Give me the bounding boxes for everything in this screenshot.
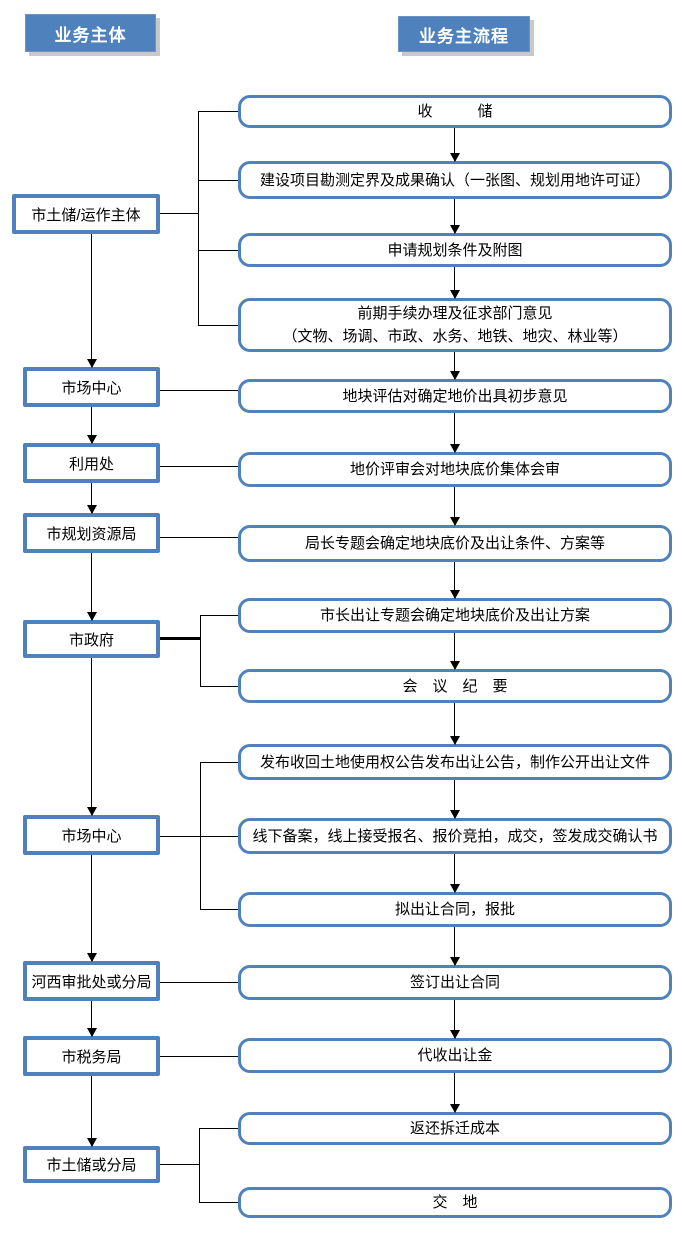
connector-line xyxy=(200,909,238,910)
step-survey-boundary-confirmation: 建设项目勘测定界及成果确认（一张图、规划用地许可证） xyxy=(238,161,672,199)
flow-arrow xyxy=(450,780,460,819)
step-plot-valuation-opinion: 地块评估对确定地价出具初步意见 xyxy=(238,379,672,413)
connector-line xyxy=(160,637,200,640)
connector-line xyxy=(198,325,238,326)
flow-arrow xyxy=(87,1001,97,1037)
connector-line xyxy=(198,180,238,181)
flow-arrow xyxy=(450,1000,460,1039)
flow-arrow xyxy=(450,352,460,380)
entity-market-center-1: 市场中心 xyxy=(23,367,160,407)
flow-arrow xyxy=(450,703,460,745)
step-return-demolition-cost: 返还拆迁成本 xyxy=(238,1112,672,1145)
flow-arrow xyxy=(450,267,460,299)
step-storage: 收 储 xyxy=(238,95,672,128)
flow-arrow xyxy=(450,633,460,670)
step-bidding-transaction: 线下备案，线上接受报名、报价竞拍，成交，签发成交确认书 xyxy=(238,818,672,854)
step-draft-contract-approval: 拟出让合同，报批 xyxy=(238,892,672,927)
flow-arrow xyxy=(450,854,460,893)
step-apply-planning-conditions: 申请规划条件及附图 xyxy=(238,233,672,267)
flow-arrow xyxy=(87,407,97,444)
connector-line xyxy=(199,1128,238,1129)
step-sign-contract: 签订出让合同 xyxy=(238,965,672,1000)
flow-arrow xyxy=(450,927,460,966)
connector-line xyxy=(160,466,238,467)
connector-line xyxy=(200,762,201,909)
step-mayor-meeting: 市长出让专题会确定地块底价及出让方案 xyxy=(238,598,672,633)
connector-line xyxy=(160,836,238,837)
entity-market-center-2: 市场中心 xyxy=(23,815,160,855)
flow-arrow xyxy=(87,855,97,962)
flow-arrow xyxy=(450,562,460,599)
connector-line xyxy=(200,762,238,763)
flow-arrow xyxy=(450,1073,460,1113)
flow-arrow xyxy=(450,487,460,526)
entity-land-reserve-branch: 市土储或分局 xyxy=(23,1146,160,1183)
header-business-process: 业务主流程 xyxy=(398,16,530,52)
entity-hexi-approval-branch: 河西审批处或分局 xyxy=(23,961,160,1001)
connector-line xyxy=(198,111,199,325)
step-collect-transfer-fee: 代收出让金 xyxy=(238,1038,672,1073)
connector-line xyxy=(200,615,238,616)
entity-planning-resources-bureau: 市规划资源局 xyxy=(23,513,160,553)
step-preliminary-line1: 前期手续办理及征求部门意见 xyxy=(357,305,553,322)
flow-arrow xyxy=(450,199,460,234)
connector-line xyxy=(160,537,238,538)
entity-utilization-office: 利用处 xyxy=(23,443,160,483)
connector-line xyxy=(160,1056,238,1057)
step-price-review-meeting: 地价评审会对地块底价集体会审 xyxy=(238,452,672,487)
step-meeting-minutes: 会 议 纪 要 xyxy=(238,669,672,703)
entity-land-reserve-operator: 市土储/运作主体 xyxy=(12,194,160,234)
connector-line xyxy=(198,111,238,112)
connector-line xyxy=(160,390,238,391)
entity-city-government: 市政府 xyxy=(23,620,160,658)
flow-arrow xyxy=(450,413,460,453)
step-preliminary-procedures: 前期手续办理及征求部门意见 （文物、场调、市政、水务、地铁、地灾、林业等） xyxy=(238,298,672,352)
connector-line xyxy=(200,615,201,686)
connector-line xyxy=(199,1128,200,1202)
step-preliminary-line2: （文物、场调、市政、水务、地铁、地灾、林业等） xyxy=(282,328,628,345)
connector-line xyxy=(160,1164,199,1165)
flow-arrow xyxy=(87,483,97,514)
entity-tax-bureau: 市税务局 xyxy=(23,1036,160,1076)
flow-arrow xyxy=(450,128,460,162)
connector-line xyxy=(160,213,198,214)
flow-arrow xyxy=(87,553,97,621)
flow-arrow xyxy=(87,1076,97,1147)
step-deliver-land: 交 地 xyxy=(238,1187,672,1218)
connector-line xyxy=(160,982,238,983)
flow-arrow xyxy=(87,234,97,368)
step-director-meeting: 局长专题会确定地块底价及出让条件、方案等 xyxy=(238,525,672,562)
connector-line xyxy=(199,1202,238,1203)
flow-arrow xyxy=(87,658,97,816)
step-publish-announcements: 发布收回土地使用权公告发布出让公告，制作公开出让文件 xyxy=(238,744,672,780)
header-business-entity: 业务主体 xyxy=(25,14,156,52)
connector-line xyxy=(198,250,238,251)
connector-line xyxy=(200,686,238,687)
